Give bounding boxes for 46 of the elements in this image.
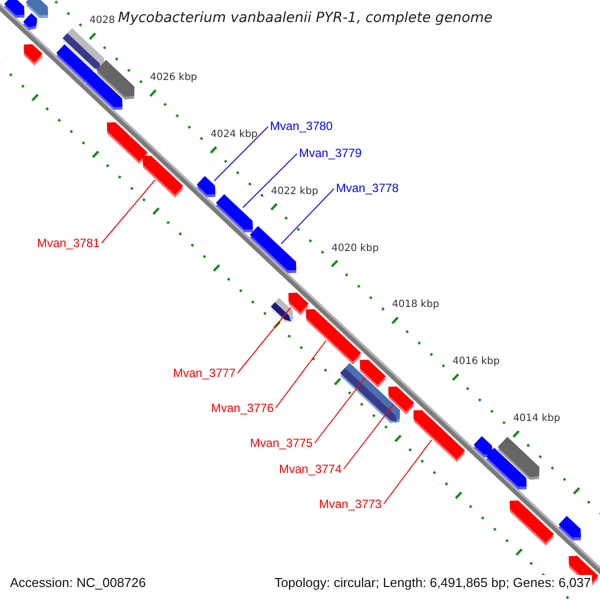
gene-bar: [474, 436, 492, 458]
gene-label: Mvan_3777: [173, 366, 236, 380]
scale-label: 4022 kbp: [271, 186, 318, 198]
gene-bar: [26, 0, 48, 18]
gene-bar: [306, 309, 362, 364]
gene-bar: [196, 176, 216, 198]
leader-line: [101, 180, 156, 244]
leader-line: [383, 439, 432, 504]
gene-bar: [510, 500, 554, 546]
gene-label: Mvan_3774: [279, 462, 342, 476]
gene-label: Mvan_3776: [211, 401, 274, 415]
gene-label: Mvan_3780: [270, 119, 333, 133]
leader-line: [237, 307, 292, 374]
scale-label: 4014 kbp: [513, 413, 560, 425]
gene-bar: [388, 386, 414, 414]
scale-label: 4020 kbp: [332, 242, 379, 255]
gene-label: Mvan_3781: [37, 236, 100, 250]
gene-bar: [250, 226, 296, 274]
scale-label: 4018 kbp: [392, 299, 440, 312]
genome-info-text: Topology: circular; Length: 6,491,865 bp; Genes: 6,037: [273, 575, 592, 590]
gene-bar: [106, 122, 148, 164]
gene-bar: [413, 410, 466, 462]
gene-label: Mvan_3779: [299, 146, 362, 160]
leader-line: [275, 340, 327, 408]
gene-bar: [270, 298, 294, 322]
scale-label: 4026 kbp: [150, 72, 198, 84]
leader-line: [242, 153, 298, 208]
gene-bar: [142, 156, 184, 198]
scale-label: 4028: [90, 15, 115, 28]
leader-line: [214, 126, 268, 182]
gene-bar: [24, 44, 43, 66]
gene-bar: [23, 13, 38, 30]
gene-label: Mvan_3778: [336, 181, 399, 195]
gene-bar: [56, 44, 94, 82]
gene-label: Mvan_3773: [319, 497, 382, 511]
gene-bar: [4, 0, 24, 18]
accession-text: Accession: NC_008726: [9, 575, 147, 590]
scale-label: 4016 kbp: [452, 356, 500, 368]
leader-line: [280, 188, 334, 244]
map-title: Mycobacterium vanbaalenii PYR-1, complete genome: [116, 9, 494, 27]
scale-label: 4024 kbp: [210, 128, 258, 141]
gene-bar: [85, 72, 122, 110]
gene-bar: [486, 448, 527, 490]
gene-bar: [558, 516, 581, 540]
gene-bar: [216, 194, 253, 232]
gene-label: Mvan_3775: [250, 436, 313, 450]
